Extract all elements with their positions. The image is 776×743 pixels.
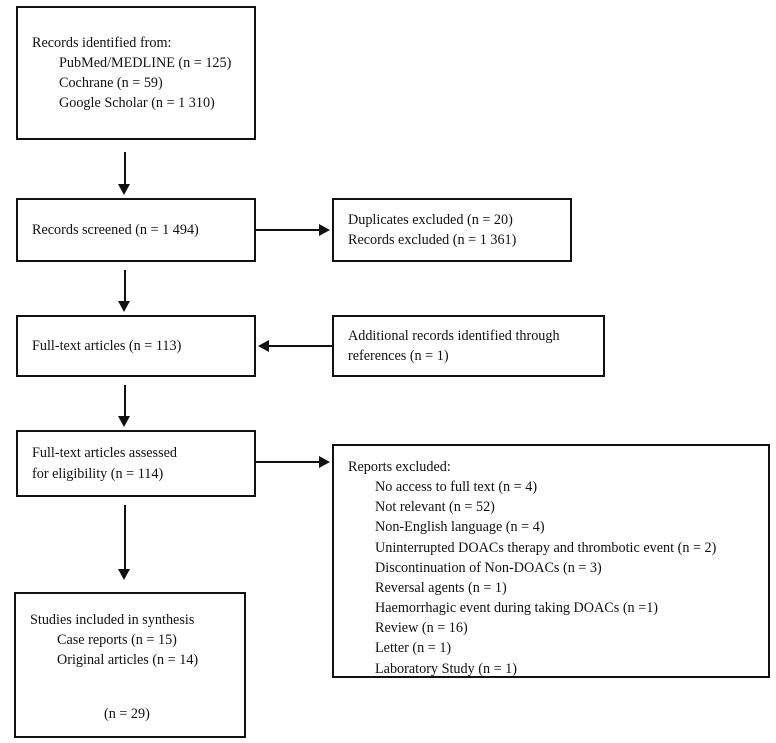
reports-excluded-item-8: Letter (n = 1) xyxy=(375,640,452,657)
records-excluded-line-1: Records excluded (n = 1 361) xyxy=(348,232,517,248)
reports-excluded-item-4: Discontinuation of Non-DOACs (n = 3) xyxy=(375,559,602,576)
box-studies-included: Studies included in synthesis Case repor… xyxy=(14,592,246,738)
arrow-identification-to-screened-head xyxy=(118,184,130,195)
reports-excluded-item-2: Non-English language (n = 4) xyxy=(375,519,545,536)
studies-included-item-0: Case reports (n = 15) xyxy=(57,632,177,649)
records-identified-line-1: PubMed/MEDLINE (n = 125) xyxy=(59,54,232,71)
additional-records-line-0: Additional records identified through xyxy=(348,327,560,344)
reports-excluded-item-5: Reversal agents (n = 1) xyxy=(375,579,507,596)
reports-excluded-heading: Reports excluded: xyxy=(348,459,451,475)
additional-records-line-1: references (n = 1) xyxy=(348,348,449,364)
box-full-text-assessed: Full-text articles assessed for eligibil… xyxy=(16,430,256,497)
full-text-articles-line-0: Full-text articles (n = 113) xyxy=(32,337,182,354)
box-reports-excluded: Reports excluded: No access to full text… xyxy=(332,444,770,678)
arrow-screened-to-fulltext-line xyxy=(124,270,126,303)
records-identified-line-0: Records identified from: xyxy=(32,34,172,51)
records-identified-line-3: Google Scholar (n = 1 310) xyxy=(59,95,215,112)
arrow-screened-to-fulltext-head xyxy=(118,301,130,312)
full-text-assessed-line-0: Full-text articles assessed xyxy=(32,445,177,462)
arrow-screened-to-excluded-line xyxy=(256,229,321,231)
arrow-additional-to-fulltext-line xyxy=(269,345,332,347)
reports-excluded-item-7: Review (n = 16) xyxy=(375,620,468,637)
reports-excluded-item-3: Uninterrupted DOACs therapy and thrombot… xyxy=(375,539,717,556)
studies-included-total: (n = 29) xyxy=(104,706,150,723)
reports-excluded-item-0: No access to full text (n = 4) xyxy=(375,479,538,496)
reports-excluded-item-9: Laboratory Study (n = 1) xyxy=(375,660,517,677)
box-records-excluded: Duplicates excluded (n = 20) Records exc… xyxy=(332,198,572,262)
arrow-additional-to-fulltext-head xyxy=(258,339,269,352)
arrow-eligibility-to-reports-line xyxy=(256,461,321,463)
studies-included-spacer xyxy=(30,670,236,704)
arrow-identification-to-screened-line xyxy=(124,152,126,186)
full-text-assessed-line-1: for eligibility (n = 114) xyxy=(32,465,164,482)
arrow-eligibility-to-included-line xyxy=(124,505,126,571)
box-additional-records: Additional records identified through re… xyxy=(332,315,605,377)
arrow-fulltext-to-eligibility-line xyxy=(124,385,126,418)
arrow-eligibility-to-reports-head xyxy=(319,455,330,468)
arrow-screened-to-excluded-head xyxy=(319,223,330,236)
studies-included-item-1: Original articles (n = 14) xyxy=(57,652,199,669)
records-excluded-line-0: Duplicates excluded (n = 20) xyxy=(348,211,513,228)
box-full-text-articles: Full-text articles (n = 113) xyxy=(16,315,256,377)
reports-excluded-item-1: Not relevant (n = 52) xyxy=(375,499,495,516)
studies-included-heading: Studies included in synthesis xyxy=(30,612,195,628)
arrow-eligibility-to-included-head xyxy=(118,569,130,580)
box-records-identified: Records identified from: PubMed/MEDLINE … xyxy=(16,6,256,140)
arrow-fulltext-to-eligibility-head xyxy=(118,416,130,427)
box-records-screened: Records screened (n = 1 494) xyxy=(16,198,256,262)
records-screened-line-0: Records screened (n = 1 494) xyxy=(32,221,199,238)
reports-excluded-item-6: Haemorrhagic event during taking DOACs (… xyxy=(375,600,659,617)
records-identified-line-2: Cochrane (n = 59) xyxy=(59,75,163,91)
